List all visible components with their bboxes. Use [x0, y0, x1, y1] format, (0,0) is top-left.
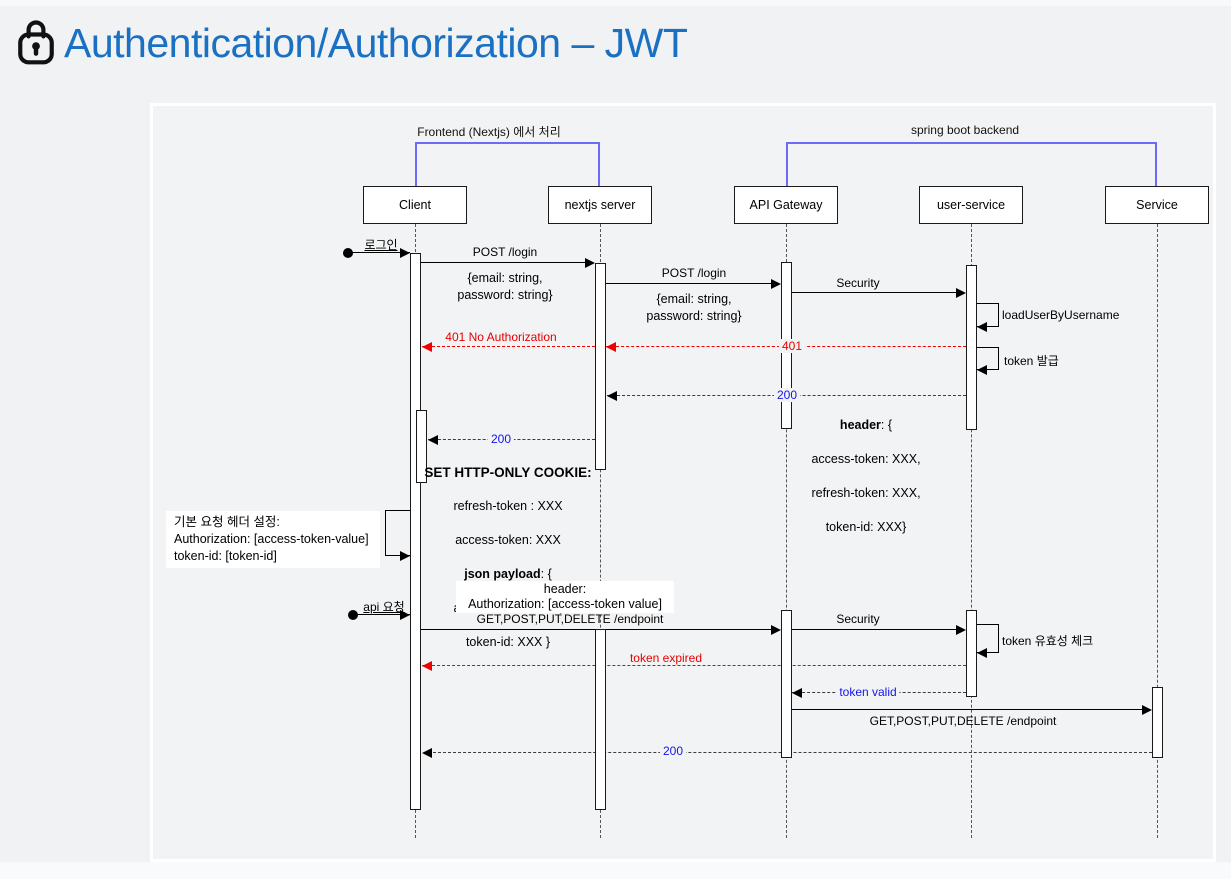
msg-line-security-1: [792, 292, 958, 293]
top-strip: [0, 0, 1231, 6]
activation-service: [1152, 687, 1163, 758]
activation-nextjs-api: [595, 629, 606, 810]
lifeline-service: [1157, 224, 1158, 838]
msg-line-security-2: [792, 629, 958, 630]
arrowhead-200-a: [607, 391, 617, 401]
activation-client-main: [410, 253, 421, 810]
msg-label-load-user: loadUserByUsername: [1002, 308, 1120, 322]
msg-label-200-b: 200: [487, 432, 515, 446]
frontend-group-bracket: [415, 142, 600, 186]
msg-label-200-c: 200: [659, 744, 687, 758]
msg-line-get-endpoint-2: [792, 709, 1144, 710]
activation-nextjs-login: [595, 263, 606, 470]
bottom-strip: [0, 862, 1231, 879]
note-token-header-rest: : {: [880, 418, 893, 432]
activation-userservice-login: [966, 265, 977, 430]
arrowhead-200-c: [422, 748, 432, 758]
msg-label-401-full: 401 No Authorization: [445, 330, 557, 344]
activation-gateway-api: [781, 610, 792, 758]
msg-label-post-login-2: POST /login: [661, 266, 727, 280]
note-set-cookie-json-rest: : {: [540, 567, 552, 581]
msg-label-401: 401: [778, 339, 806, 353]
backend-group-label: spring boot backend: [910, 123, 1020, 137]
arrowhead-token-valid: [792, 688, 802, 698]
note-token-header: header: { access-token: XXX, refresh-tok…: [811, 400, 920, 553]
arrowhead-token-expired: [422, 661, 432, 671]
arrowhead-post-login-1: [585, 258, 595, 268]
note-set-cookie-line2: access-token: XXX: [455, 533, 561, 547]
lifeline-user-service: [971, 224, 972, 838]
frontend-group-label: Frontend (Nextjs) 에서 처리: [417, 125, 561, 139]
arrowhead-401-client: [422, 342, 432, 352]
note-token-header-line2: refresh-token: XXX,: [811, 486, 921, 500]
msg-label-post-login-1: POST /login: [472, 245, 538, 259]
msg-line-token-expired: [422, 665, 966, 666]
arrowhead-get-endpoint-1: [771, 625, 781, 635]
note-set-cookie-line1: refresh-token : XXX: [453, 499, 563, 513]
lock-icon: [14, 16, 58, 71]
found-message-dot-api: [348, 610, 358, 620]
note-token-header-line1: access-token: XXX,: [811, 452, 921, 466]
found-message-dot-login: [343, 248, 353, 258]
lifeline-nextjs-server: [600, 224, 601, 838]
note-set-cookie-title: SET HTTP-ONLY COOKIE:: [424, 465, 592, 480]
actor-box-user-service: user-service: [919, 186, 1023, 224]
page-title: Authentication/Authorization – JWT: [64, 20, 688, 66]
actor-box-nextjs-server: nextjs server: [548, 186, 652, 224]
arrowhead-token-check: [977, 648, 987, 658]
activation-userservice-api: [966, 610, 977, 697]
backend-group-bracket: [786, 142, 1157, 186]
page-header: Authentication/Authorization – JWT: [14, 16, 688, 71]
note-login-body-1: {email: string, password: string}: [457, 271, 553, 302]
note-request-header: header: Authorization: [access-token val…: [456, 581, 674, 613]
arrowhead-login-trigger: [400, 248, 410, 258]
msg-line-post-login-2: [606, 283, 772, 284]
msg-label-login-trigger: 로그인: [364, 238, 398, 252]
arrowhead-security-2: [956, 625, 966, 635]
note-set-cookie: SET HTTP-ONLY COOKIE: refresh-token : XX…: [424, 447, 591, 668]
msg-label-200-a: 200: [773, 388, 801, 402]
msg-line-post-login-1: [421, 262, 587, 263]
selfcall-default-header-loop: [385, 510, 410, 556]
arrowhead-401-nextjs: [606, 342, 616, 352]
lifeline-api-gateway: [786, 224, 787, 838]
arrowhead-get-endpoint-2: [1142, 705, 1152, 715]
note-token-header-bold: header: [839, 418, 881, 432]
diagram-panel: [150, 103, 1216, 862]
arrowhead-api-trigger: [400, 610, 410, 620]
selfcall-load-user-loop: [977, 303, 999, 327]
note-token-header-line3: token-id: XXX}: [825, 520, 907, 534]
arrowhead-post-login-2: [771, 279, 781, 289]
activation-client-nested: [416, 410, 427, 483]
msg-label-token-check: token 유효성 체크: [1002, 634, 1094, 648]
arrowhead-default-header: [400, 551, 410, 561]
msg-line-api-trigger: [357, 614, 410, 615]
msg-label-token-valid: token valid: [836, 685, 900, 699]
arrowhead-200-b: [428, 435, 438, 445]
arrowhead-load-user: [977, 322, 987, 332]
note-set-cookie-line5: token-id: XXX }: [465, 635, 551, 649]
actor-box-client: Client: [363, 186, 467, 224]
msg-label-get-endpoint-2: GET,POST,PUT,DELETE /endpoint: [869, 714, 1057, 728]
note-set-cookie-json-bold: json payload: [464, 567, 541, 581]
msg-label-get-endpoint-1: GET,POST,PUT,DELETE /endpoint: [476, 612, 664, 626]
msg-line-401-to-client: [422, 346, 595, 347]
msg-label-security-2: Security: [836, 612, 880, 626]
arrowhead-security-1: [956, 288, 966, 298]
actor-box-api-gateway: API Gateway: [734, 186, 838, 224]
msg-label-api-trigger: api 요청: [363, 600, 405, 614]
msg-label-token-expired: token expired: [626, 651, 706, 665]
msg-label-security-1: Security: [836, 276, 880, 290]
arrowhead-token-issue: [977, 365, 987, 375]
note-login-body-2: {email: string, password: string}: [646, 292, 742, 323]
note-default-header: 기본 요청 헤더 설정: Authorization: [access-toke…: [166, 511, 380, 568]
actor-box-service: Service: [1105, 186, 1209, 224]
msg-label-token-issue: token 발급: [1004, 354, 1059, 368]
msg-line-login-trigger: [352, 252, 410, 253]
selfcall-token-issue-loop: [977, 347, 999, 370]
selfcall-token-check-loop: [977, 624, 999, 653]
